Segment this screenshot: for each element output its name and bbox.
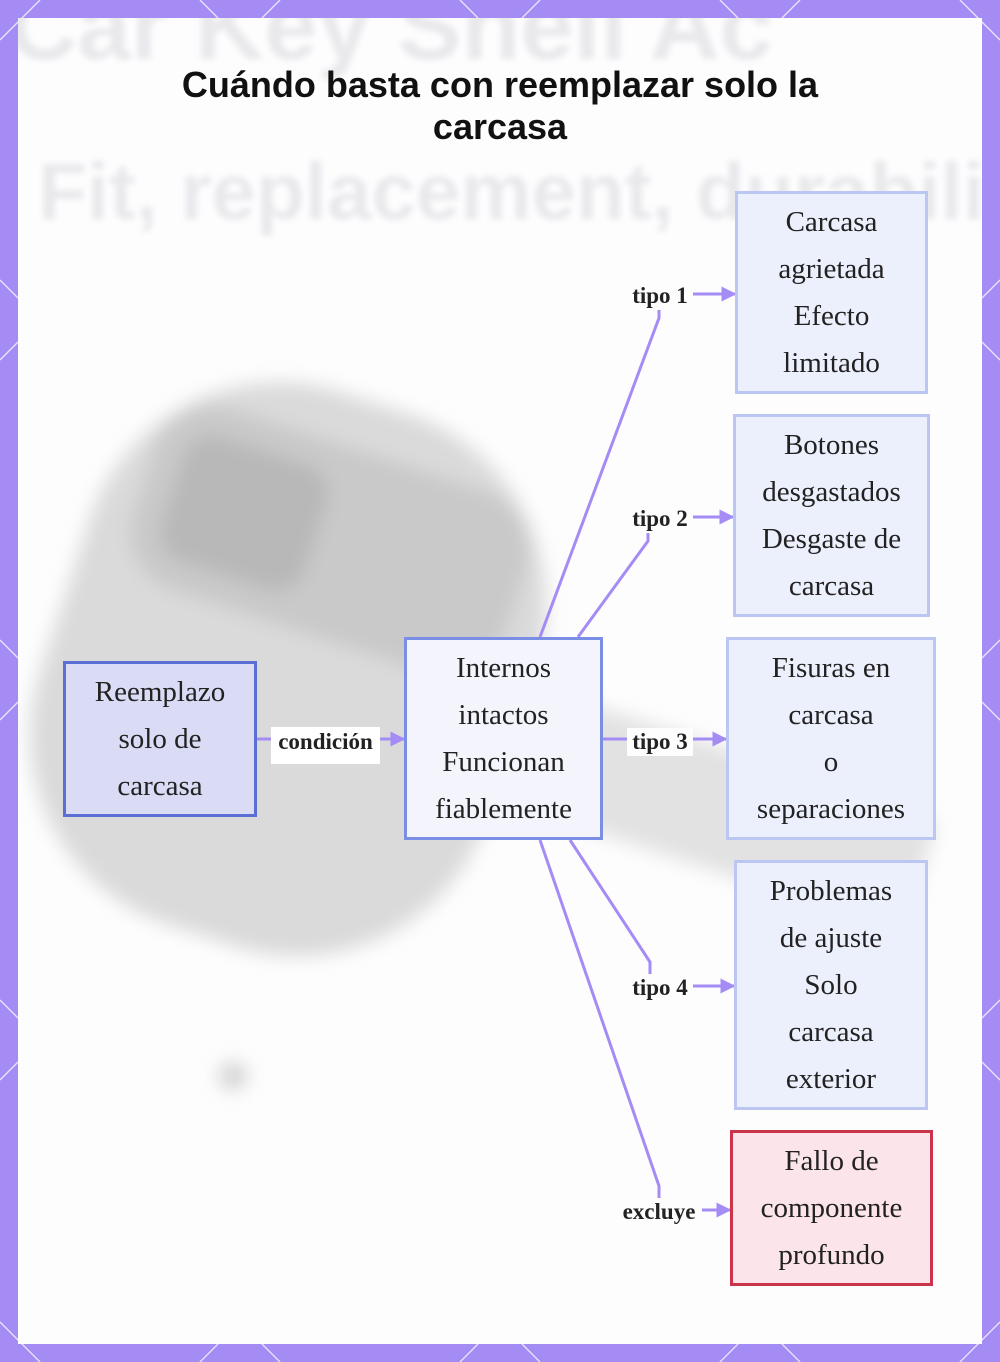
node-tipo4-label: Problemas de ajuste Solo carcasa exterio…	[769, 874, 893, 1095]
node-tipo-2: Botones desgastados Desgaste de carcasa	[733, 414, 930, 617]
node-middle-label: Internos intactos Funcionan fiablemente	[435, 651, 572, 825]
watermark-line-1: Car Key Shell Ac	[18, 18, 773, 80]
edge-label-tipo-3: tipo 3	[627, 728, 693, 756]
node-excluye: Fallo de componente profundo	[730, 1130, 933, 1286]
edge-label-excluye: excluye	[616, 1198, 702, 1226]
edge-excluye	[538, 839, 732, 1218]
node-tipo2-label: Botones desgastados Desgaste de carcasa	[761, 428, 902, 602]
edge-label-tipo-4: tipo 4	[627, 974, 693, 1002]
edge-label-tipo-2: tipo 2	[627, 505, 693, 533]
diagram-title: Cuándo basta con reemplazar solo la carc…	[181, 64, 819, 147]
edge-tipo1	[538, 286, 737, 638]
node-tipo-3: Fisuras en carcasa o separaciones	[726, 637, 936, 840]
edge-tipo4	[568, 839, 736, 994]
edge-label-tipo-1: tipo 1	[627, 282, 693, 310]
node-internos-intactos: Internos intactos Funcionan fiablemente	[404, 637, 603, 840]
node-tipo-4: Problemas de ajuste Solo carcasa exterio…	[734, 860, 928, 1110]
node-root-label: Reemplazo solo de carcasa	[94, 675, 226, 802]
edge-tipo2	[576, 509, 735, 638]
node-tipo3-label: Fisuras en carcasa o separaciones	[756, 651, 906, 825]
edge-label-condicion: condición	[271, 727, 380, 764]
node-tipo-1: Carcasa agrietada Efecto limitado	[735, 191, 928, 394]
node-excluye-label: Fallo de componente profundo	[760, 1144, 903, 1271]
node-reemplazo-solo-carcasa: Reemplazo solo de carcasa	[63, 661, 257, 817]
node-tipo1-label: Carcasa agrietada Efecto limitado	[778, 205, 885, 379]
